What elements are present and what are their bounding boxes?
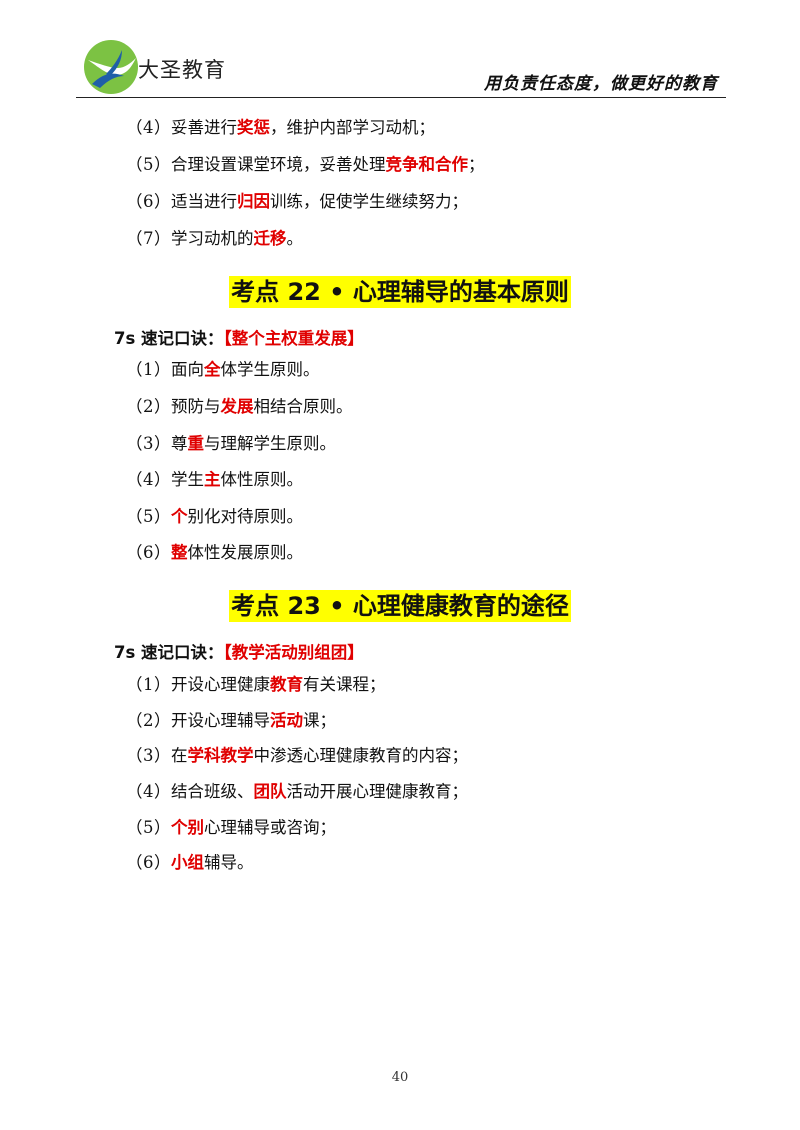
list-item: （1）开设心理健康教育有关课程； — [126, 675, 386, 694]
list-item: （4）结合班级、团队活动开展心理健康教育； — [126, 782, 468, 801]
list-item: （4）妥善进行奖惩，维护内部学习动机； — [126, 118, 435, 137]
page-number: 40 — [391, 1070, 409, 1085]
section-heading: 考点 23 • 心理健康教育的途径 — [229, 590, 571, 622]
page-header: 大圣教育 用负责任态度，做更好的教育 — [82, 38, 722, 96]
brand-name: 大圣教育 — [138, 58, 226, 82]
list-item: （6）整体性发展原则。 — [126, 543, 303, 562]
list-item: （4）学生主体性原则。 — [126, 470, 303, 489]
header-divider — [76, 97, 726, 98]
list-item: （6）小组辅导。 — [126, 853, 254, 872]
section-heading: 考点 22 • 心理辅导的基本原则 — [229, 276, 571, 308]
list-item: （3）在学科教学中渗透心理健康教育的内容； — [126, 746, 468, 765]
list-item: （3）尊重与理解学生原则。 — [126, 434, 336, 453]
list-item: （2）预防与发展相结合原则。 — [126, 397, 353, 416]
swallow-logo-icon — [84, 40, 138, 94]
list-item: （6）适当进行归因训练，促使学生继续努力； — [126, 192, 468, 211]
list-item: （5）个别心理辅导或咨询； — [126, 818, 336, 837]
mnemonic-line: 7s 速记口诀：【教学活动别组团】 — [114, 643, 364, 662]
header-slogan: 用负责任态度，做更好的教育 — [484, 74, 718, 94]
list-item: （5）个别化对待原则。 — [126, 507, 303, 526]
list-item: （1）面向全体学生原则。 — [126, 360, 320, 379]
list-item: （7）学习动机的迁移。 — [126, 229, 303, 248]
list-item: （2）开设心理辅导活动课； — [126, 711, 336, 730]
list-item: （5）合理设置课堂环境，妥善处理竞争和合作； — [126, 155, 485, 174]
mnemonic-line: 7s 速记口诀：【整个主权重发展】 — [114, 329, 364, 348]
